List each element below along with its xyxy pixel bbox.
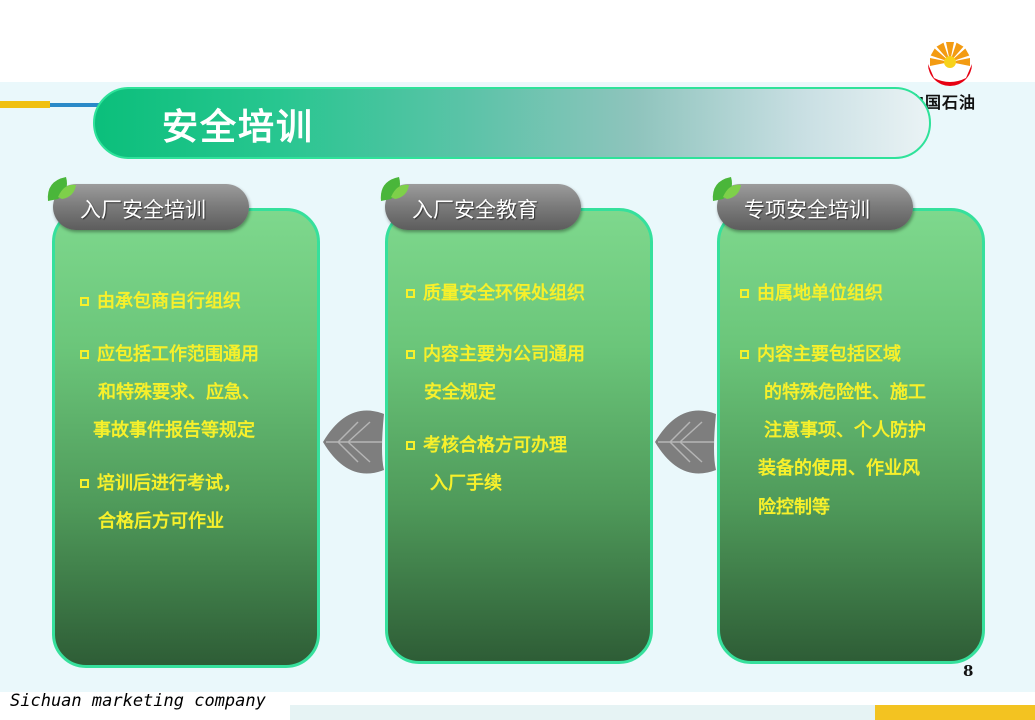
card-factory-education xyxy=(385,208,653,664)
footer-company: Sichuan marketing company xyxy=(10,691,266,711)
card-factory-training xyxy=(52,208,320,668)
list-item-continued: 合格后方可作业 xyxy=(98,511,224,532)
leaf-icon xyxy=(712,177,741,201)
list-item-continued: 注意事项、个人防护 xyxy=(764,420,926,441)
list-item-continued: 安全规定 xyxy=(424,382,496,403)
list-item: 考核合格方可办理 xyxy=(406,427,567,465)
card-tab xyxy=(53,184,249,230)
card-special-training xyxy=(717,208,985,664)
bullet-square-icon xyxy=(406,289,415,298)
card-title: 专项安全培训 xyxy=(744,198,870,222)
list-item-continued: 事故事件报告等规定 xyxy=(93,420,255,441)
footer-band xyxy=(290,705,1035,720)
card-tab xyxy=(385,184,581,230)
list-item: 内容主要为公司通用 xyxy=(406,336,585,374)
bullet-square-icon xyxy=(406,350,415,359)
leaf-decoration-icon xyxy=(323,410,384,474)
accent-stripe-blue xyxy=(50,103,110,107)
list-item: 质量安全环保处组织 xyxy=(406,275,585,313)
bullet-square-icon xyxy=(740,289,749,298)
card-title: 入厂安全培训 xyxy=(80,198,206,222)
list-item: 由属地单位组织 xyxy=(740,275,883,313)
list-item-continued: 的特殊危险性、施工 xyxy=(764,382,926,403)
bullet-square-icon xyxy=(740,350,749,359)
card-tab xyxy=(717,184,913,230)
list-item: 内容主要包括区域 xyxy=(740,336,901,374)
bullet-square-icon xyxy=(80,350,89,359)
list-item-continued: 险控制等 xyxy=(758,497,830,518)
slide-title: 安全培训 xyxy=(162,107,315,148)
page-number: 8 xyxy=(963,662,974,680)
card-title: 入厂安全教育 xyxy=(412,198,538,222)
list-item: 应包括工作范围通用 xyxy=(80,336,259,374)
leaf-icon xyxy=(380,177,409,201)
leaf-icon xyxy=(47,177,76,201)
list-item-continued: 入厂手续 xyxy=(430,473,502,494)
list-item-continued: 装备的使用、作业风 xyxy=(758,458,920,479)
list-item: 由承包商自行组织 xyxy=(80,283,241,321)
bullet-square-icon xyxy=(80,479,89,488)
bullet-square-icon xyxy=(406,441,415,450)
leaf-decoration-icon xyxy=(655,410,716,474)
list-item: 培训后进行考试， xyxy=(80,465,241,503)
title-bar xyxy=(93,87,931,159)
accent-stripe-yellow xyxy=(0,101,50,108)
list-item-continued: 和特殊要求、应急、 xyxy=(98,382,260,403)
footer-accent xyxy=(875,705,1035,720)
petrochina-logo-icon xyxy=(928,42,972,86)
bullet-square-icon xyxy=(80,297,89,306)
